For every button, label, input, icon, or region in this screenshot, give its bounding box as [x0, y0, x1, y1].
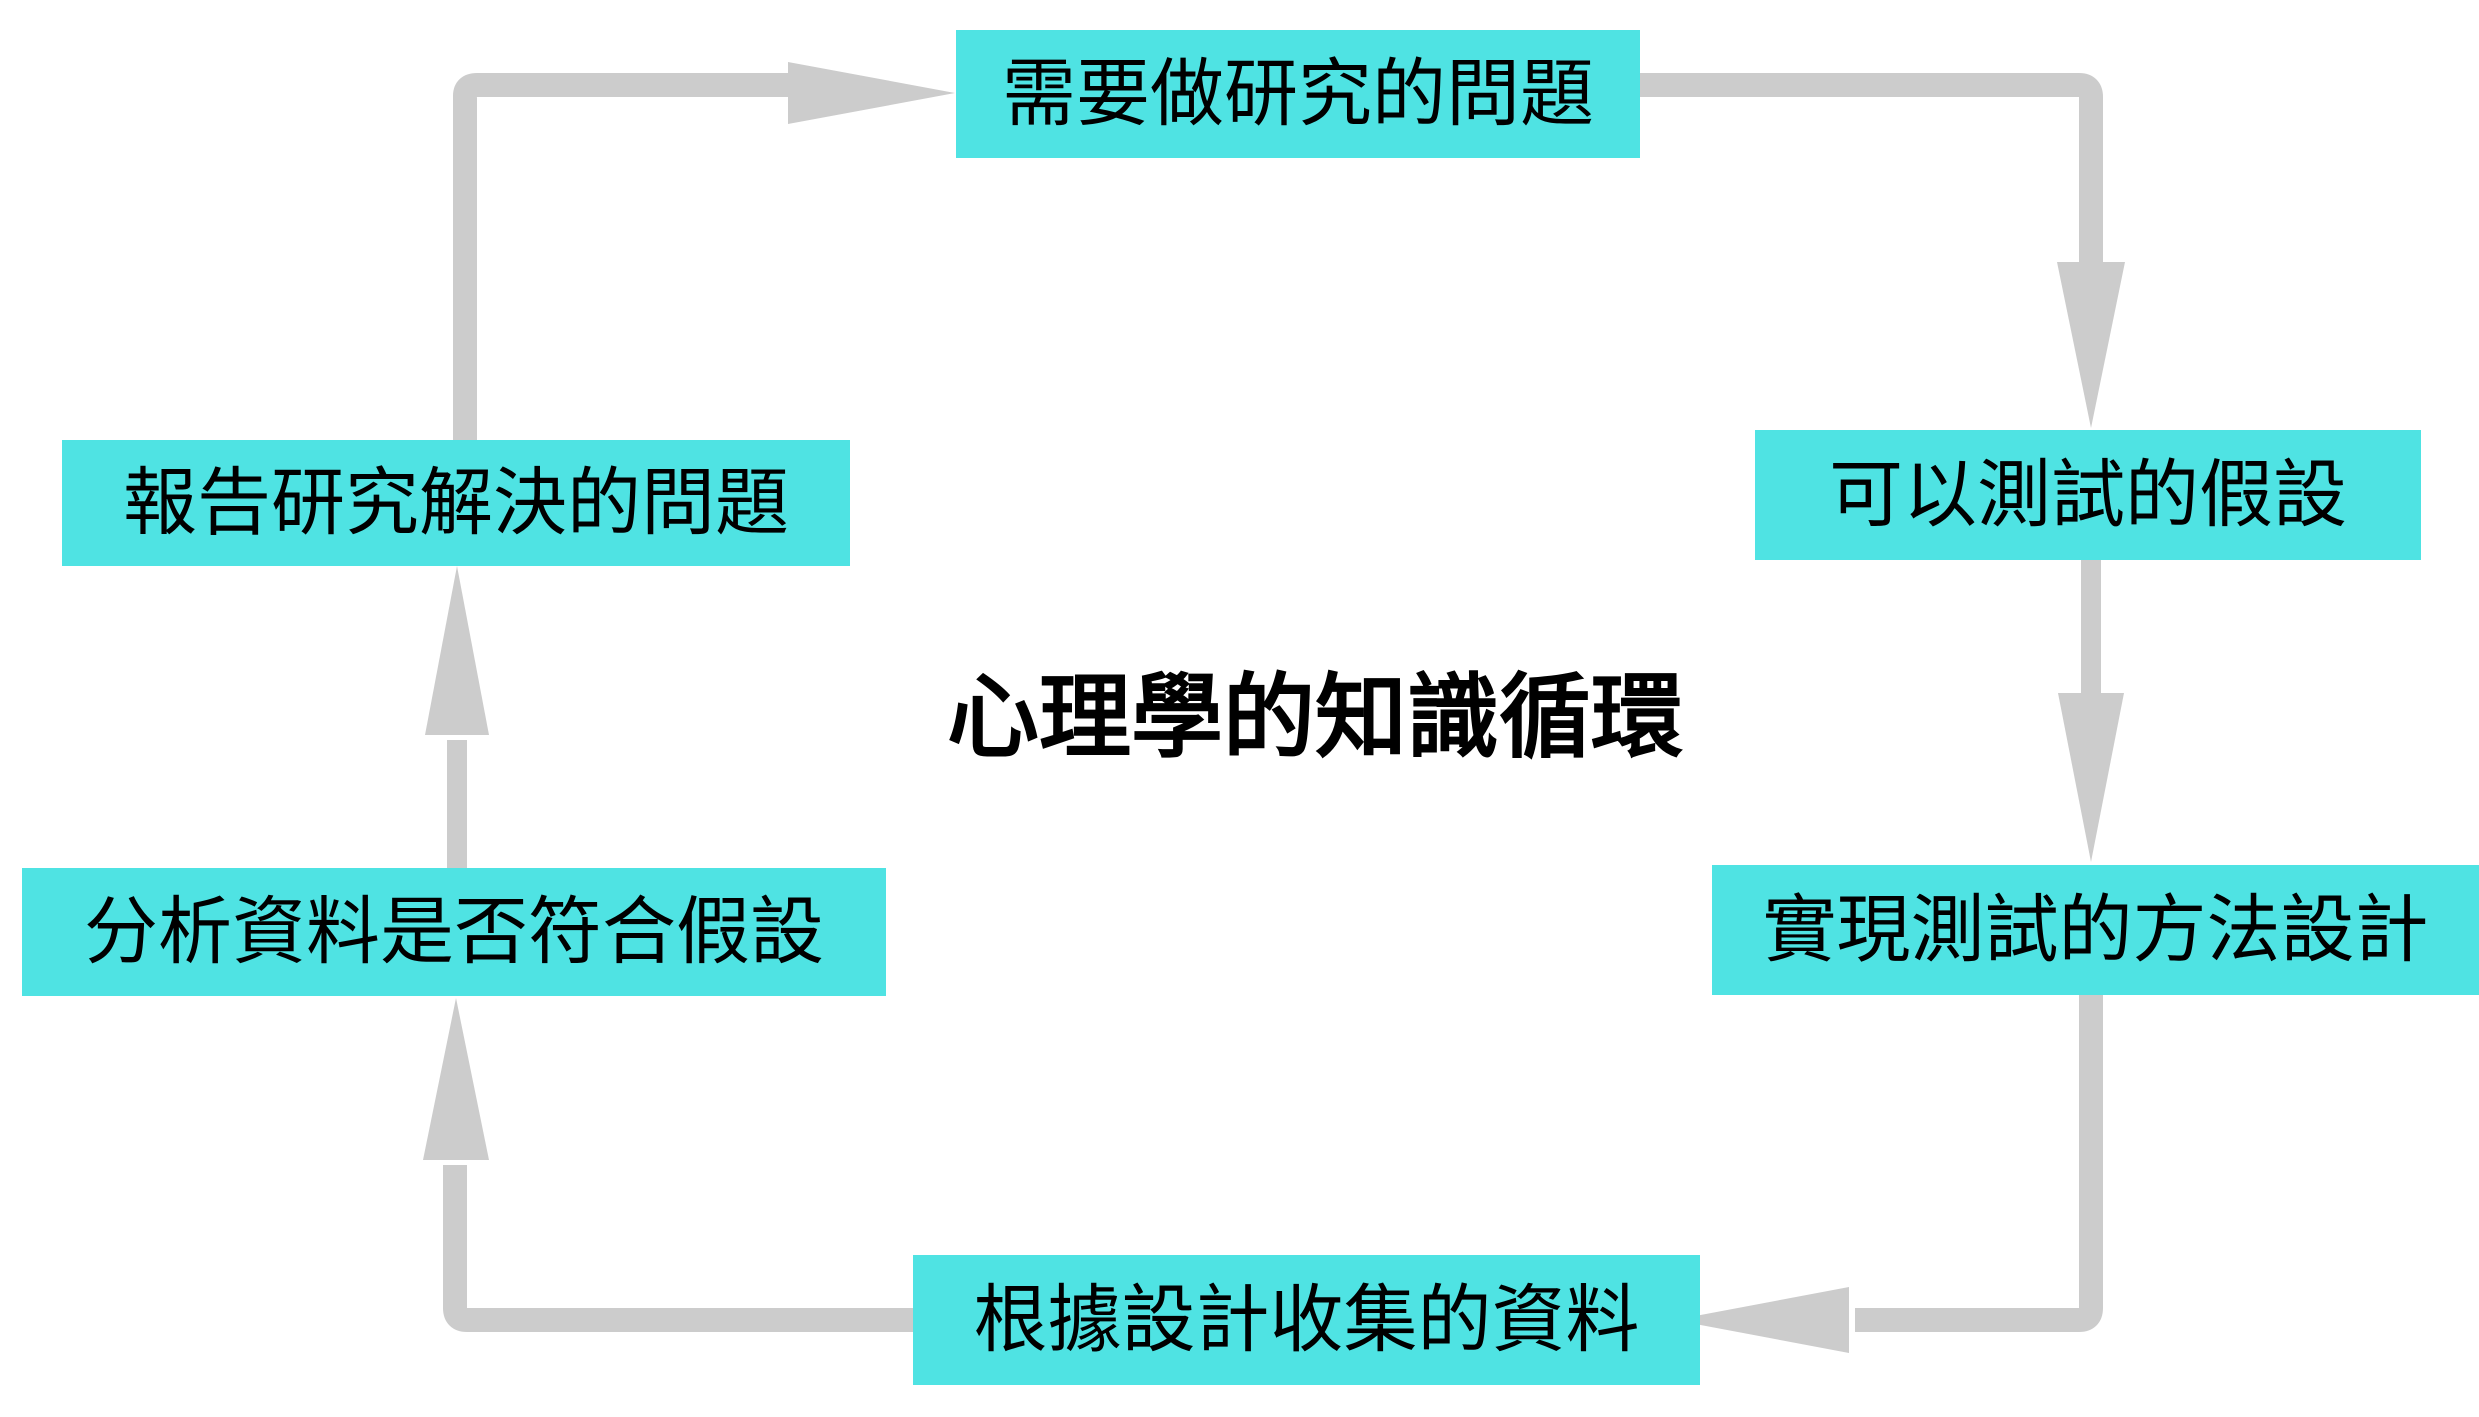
- node-label: 可以測試的假設: [1829, 452, 2347, 538]
- edge-analyze-to-report: [425, 566, 489, 868]
- node-label: 需要做研究的問題: [1002, 51, 1594, 137]
- arrowhead-right-icon: [788, 62, 955, 124]
- edge-report-to-problem: [453, 62, 955, 440]
- edge-collect-to-analyze: [423, 998, 913, 1332]
- node-method-design[interactable]: 實現測試的方法設計: [1712, 865, 2479, 995]
- arrowhead-up-icon: [423, 998, 489, 1160]
- arrowhead-up-icon: [425, 566, 489, 735]
- node-label: 實現測試的方法設計: [1762, 887, 2429, 973]
- edge-hypo-to-method: [2058, 558, 2124, 862]
- node-research-problem[interactable]: 需要做研究的問題: [956, 30, 1640, 158]
- node-data-analysis[interactable]: 分析資料是否符合假設: [22, 868, 886, 996]
- node-testable-hypothesis[interactable]: 可以測試的假設: [1755, 430, 2421, 560]
- arrowhead-down-icon: [2057, 262, 2125, 428]
- node-data-collection[interactable]: 根據設計收集的資料: [913, 1255, 1700, 1385]
- node-report-findings[interactable]: 報告研究解決的問題: [62, 440, 850, 566]
- diagram-title: 心理學的知識循環: [905, 655, 1725, 781]
- node-label: 分析資料是否符合假設: [84, 889, 824, 975]
- node-label: 根據設計收集的資料: [973, 1277, 1640, 1363]
- arrowhead-left-icon: [1674, 1287, 1849, 1353]
- edge-problem-to-hypo: [1640, 73, 2125, 428]
- edge-method-to-collect: [1674, 995, 2103, 1353]
- diagram-title-text: 心理學的知識循環: [946, 664, 1683, 771]
- arrowhead-down-icon: [2058, 693, 2124, 862]
- node-label: 報告研究解決的問題: [123, 460, 789, 546]
